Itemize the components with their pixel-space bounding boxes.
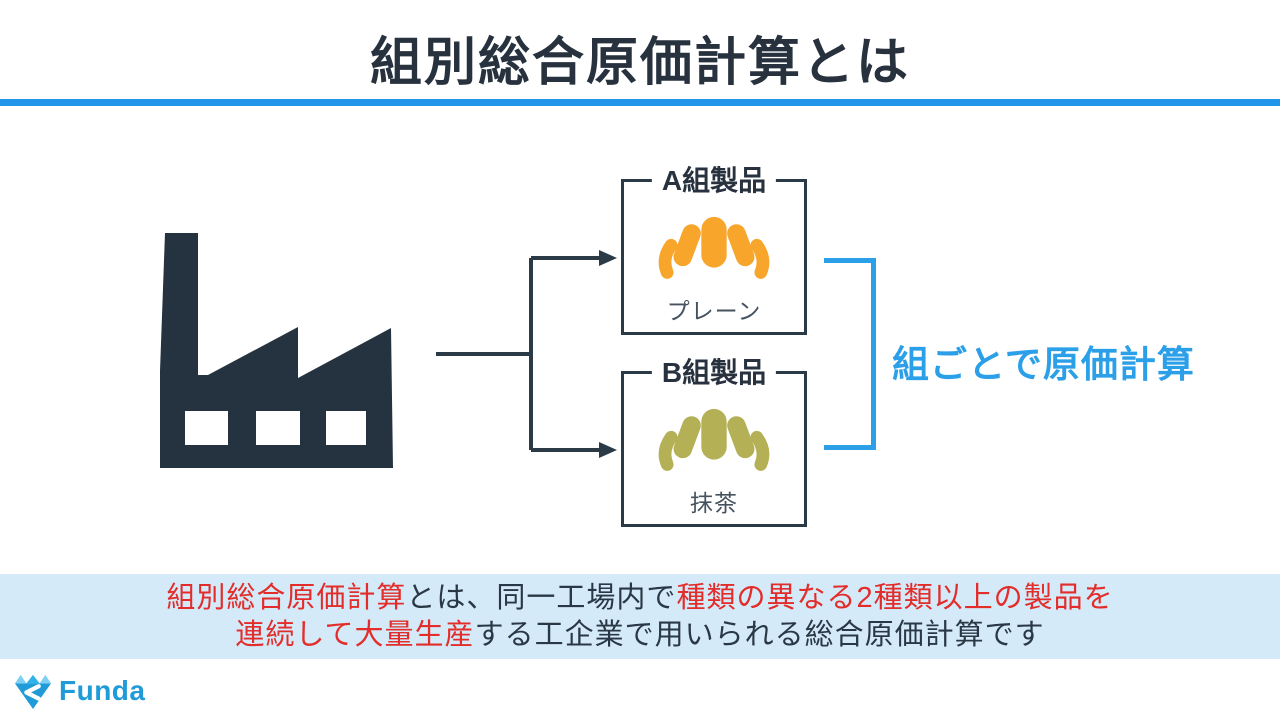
group-a-box: A組製品 プレーン: [621, 162, 807, 335]
bracket-label: 組ごとで原価計算: [892, 344, 1195, 385]
funda-gem-icon: [14, 674, 52, 710]
banner-segment: とは、同一工場内で: [406, 581, 677, 614]
group-b-flavor-label: 抹茶: [690, 490, 738, 516]
title-underline: [0, 99, 1280, 106]
banner-segment: 組別総合原価計算: [166, 581, 407, 614]
grouping-bracket: [824, 258, 876, 450]
group-a-flavor-label: プレーン: [666, 298, 762, 324]
definition-banner: 組別総合原価計算とは、同一工場内で種類の異なる2種類以上の製品を 連続して大量生…: [0, 574, 1280, 659]
banner-segment: 連続して大量生産: [235, 618, 475, 651]
factory-icon: [160, 233, 393, 468]
banner-segment: 種類の異なる2種類以上の製品を: [676, 581, 1114, 614]
group-a-title: A組製品: [651, 162, 777, 200]
banner-line-2: 連続して大量生産する工企業で用いられる総合原価計算です: [235, 617, 1044, 654]
banner-segment: する工企業で用いられる総合原価計算です: [474, 618, 1045, 651]
funda-logo-text: Funda: [59, 675, 146, 706]
group-b-box: B組製品 抹茶: [621, 354, 807, 527]
group-b-title: B組製品: [651, 354, 777, 392]
page-title: 組別総合原価計算とは: [369, 34, 910, 92]
croissant-icon: [658, 216, 770, 279]
funda-logo: Funda: [14, 672, 146, 710]
banner-line-1: 組別総合原価計算とは、同一工場内で種類の異なる2種類以上の製品を: [166, 580, 1113, 617]
croissant-icon: [658, 408, 770, 471]
flow-connector-arrows: [436, 250, 617, 458]
